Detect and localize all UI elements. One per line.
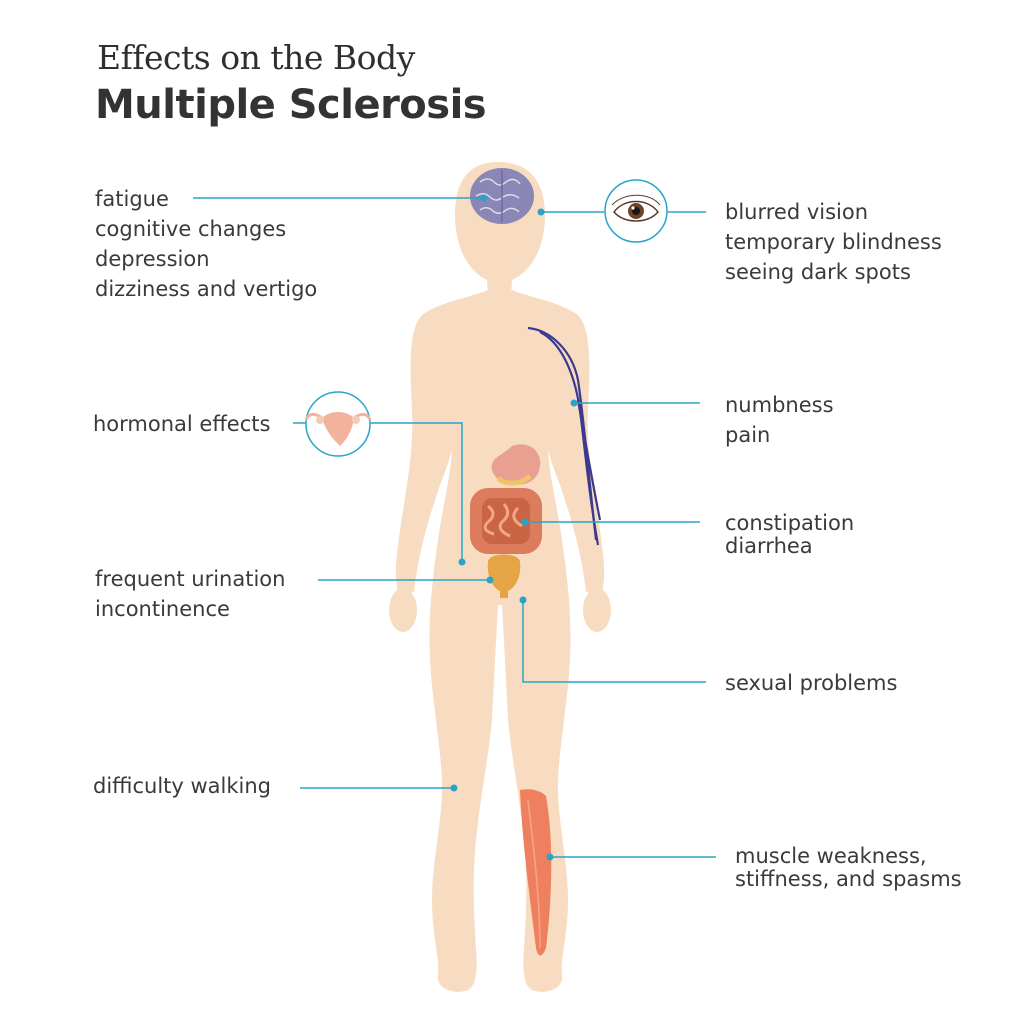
uterus-icon: [304, 391, 372, 457]
stomach: [491, 444, 541, 486]
label-eye-line-1: blurred vision: [725, 200, 869, 224]
calf-muscle: [520, 789, 552, 956]
callout-lines: [193, 197, 716, 858]
label-muscle-line-2: stiffness, and spasms: [735, 867, 962, 891]
label-hormone-effects: hormonal effects: [93, 409, 270, 439]
label-bowel-effects: constipation diarrhea: [725, 512, 854, 558]
page-title: Multiple Sclerosis: [95, 82, 487, 128]
eye-icon: [604, 179, 668, 243]
label-hormone-line-1: hormonal effects: [93, 412, 271, 436]
label-muscle-line-1: muscle weakness,: [735, 844, 927, 868]
callout-dots: [450, 194, 578, 861]
label-brain-line-2: cognitive changes: [95, 217, 287, 241]
label-walking-line-1: difficulty walking: [93, 774, 272, 798]
label-nerve-line-1: numbness: [725, 393, 834, 417]
label-eye-line-3: seeing dark spots: [725, 260, 911, 284]
label-bladder-effects: frequent urination incontinence: [95, 564, 285, 624]
label-sexual-effects: sexual problems: [725, 668, 897, 698]
label-brain-effects: fatigue cognitive changes depression diz…: [95, 184, 317, 304]
label-brain-line-4: dizziness and vertigo: [95, 277, 318, 301]
label-bladder-line-1: frequent urination: [95, 567, 286, 591]
label-eye-effects: blurred vision temporary blindness seein…: [725, 197, 942, 287]
label-muscle-effects: muscle weakness, stiffness, and spasms: [735, 845, 962, 891]
callout-sexual-line: [522, 600, 706, 683]
callout-hormone-line-body: [370, 422, 463, 562]
brain-icon: [470, 168, 534, 224]
nerve-lines: [527, 326, 602, 546]
page-subtitle: Effects on the Body: [97, 38, 415, 77]
label-nerve-line-2: pain: [725, 423, 771, 447]
label-brain-line-1: fatigue: [95, 187, 169, 211]
label-bowel-line-2: diarrhea: [725, 534, 813, 558]
label-eye-line-2: temporary blindness: [725, 230, 942, 254]
label-bowel-line-1: constipation: [725, 511, 855, 535]
label-bladder-line-2: incontinence: [95, 597, 230, 621]
bladder: [487, 554, 521, 598]
label-nerve-effects: numbness pain: [725, 390, 834, 450]
label-brain-line-3: depression: [95, 247, 210, 271]
label-walking-effects: difficulty walking: [93, 771, 271, 801]
intestines: [470, 488, 542, 554]
label-sexual-line-1: sexual problems: [725, 671, 898, 695]
